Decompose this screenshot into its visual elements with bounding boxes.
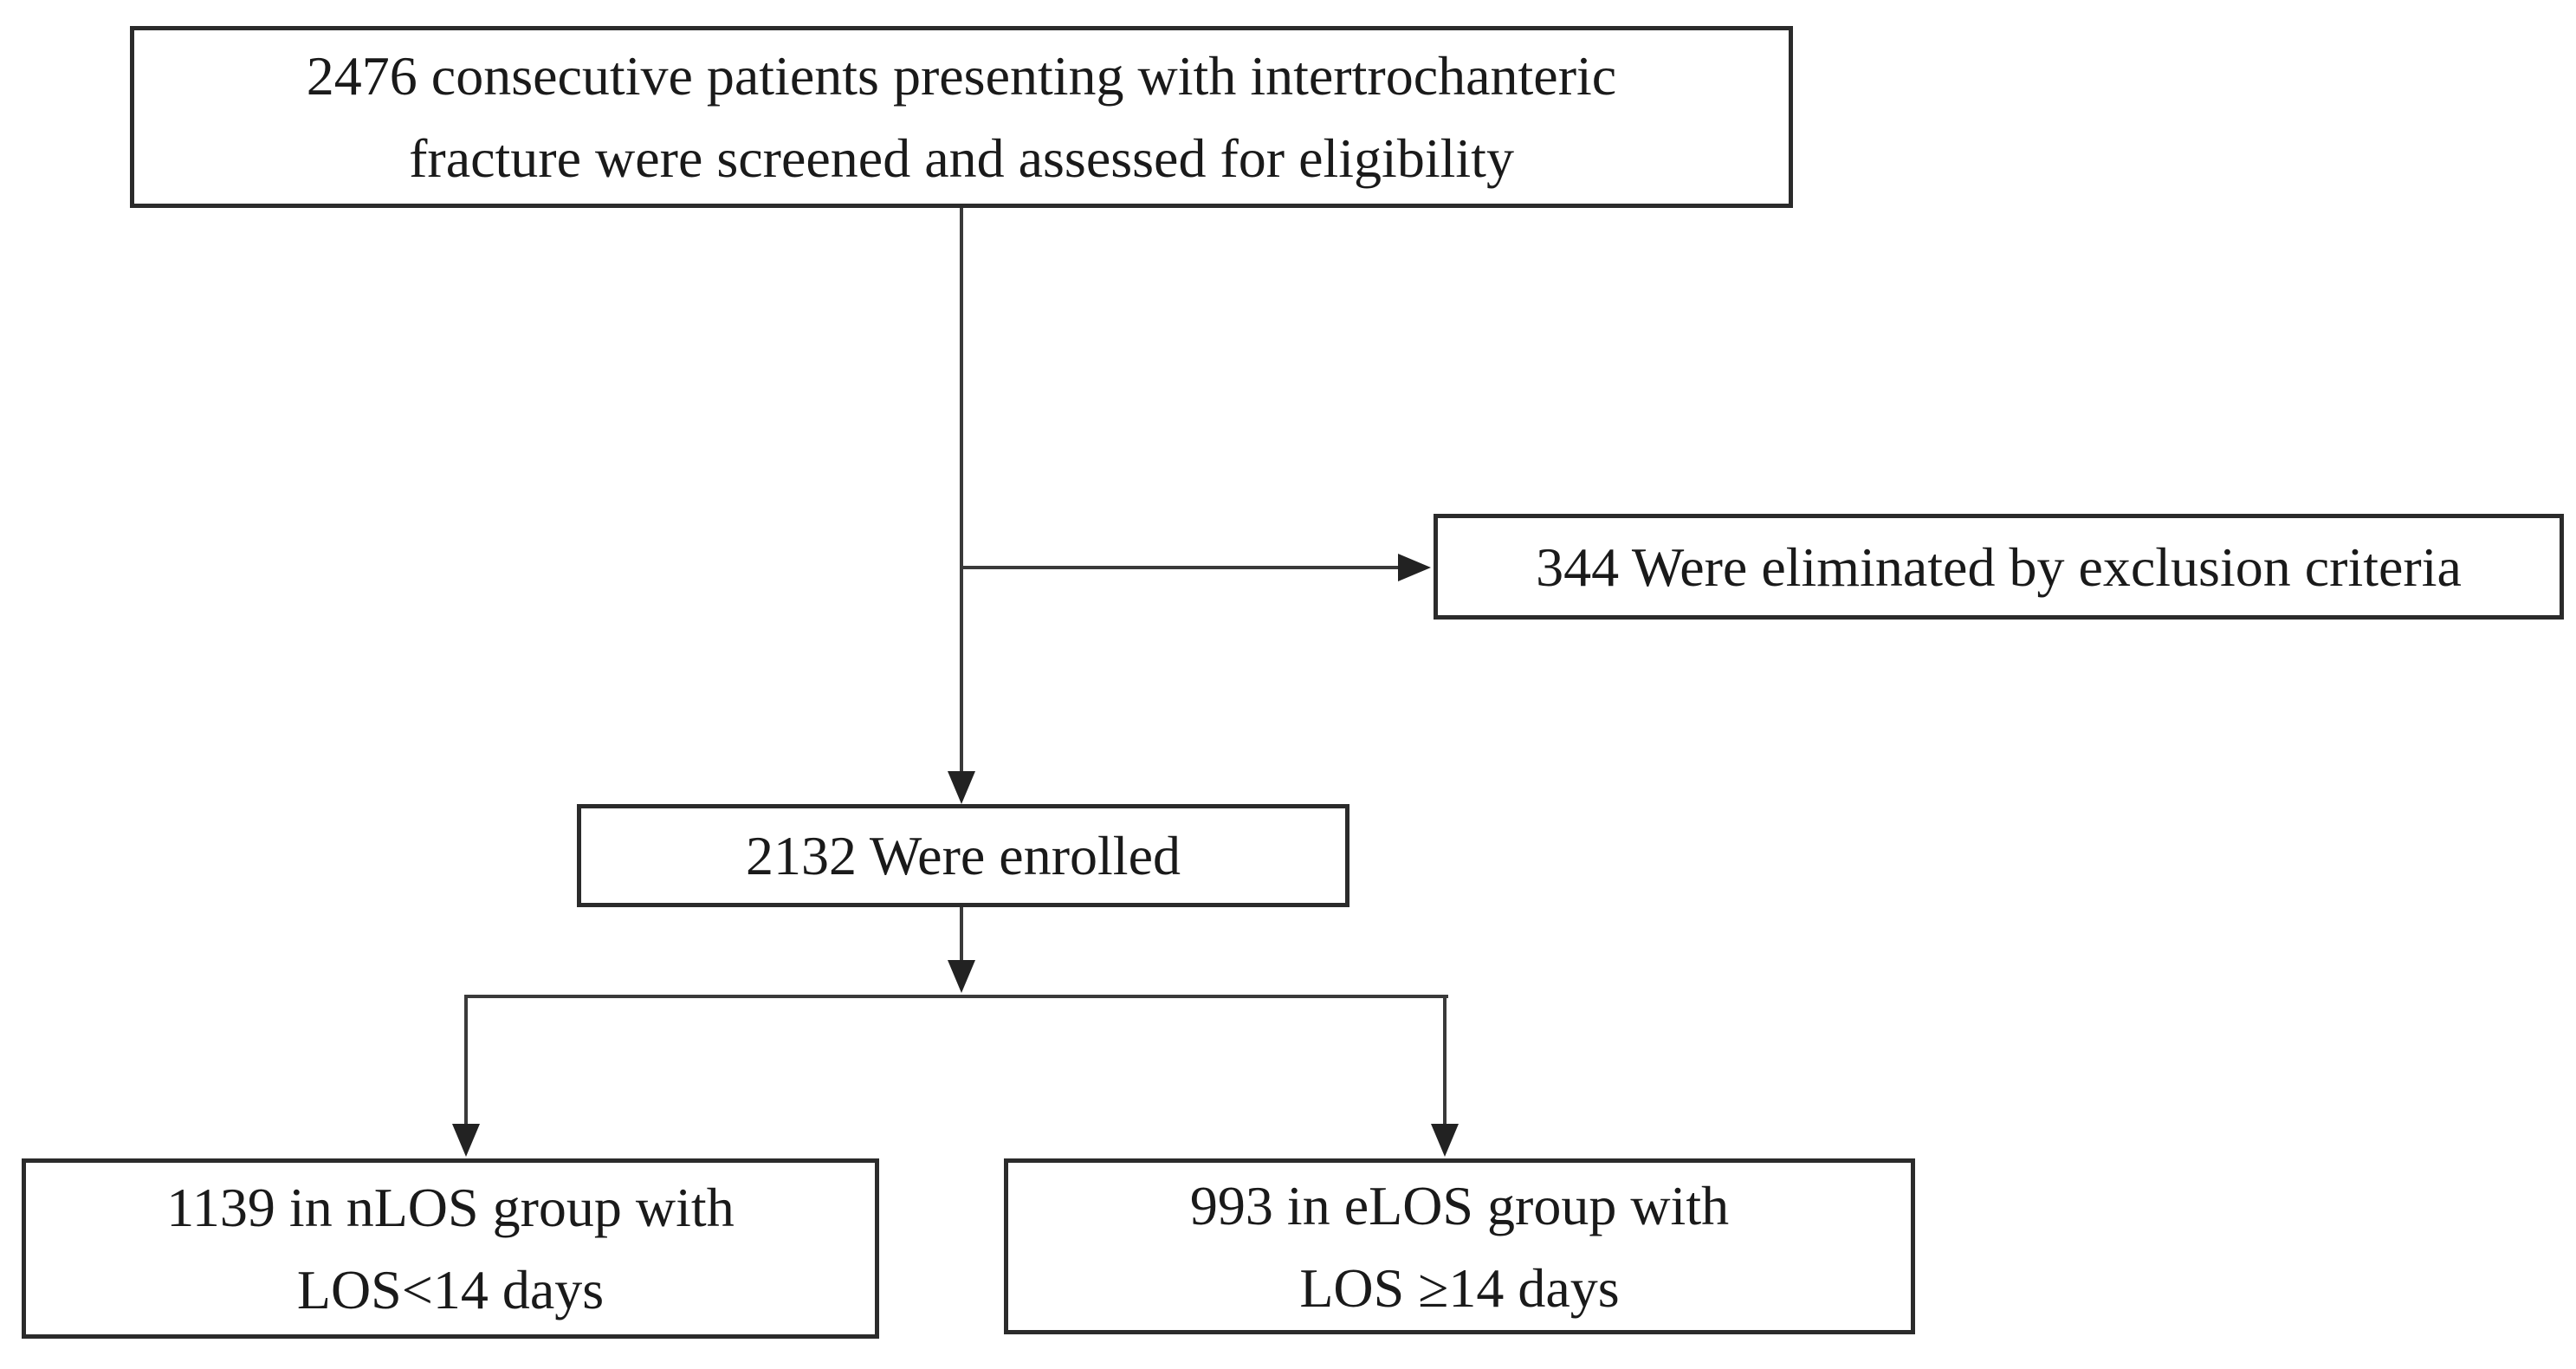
box-screened-patients: 2476 consecutive patients presenting wit… xyxy=(130,26,1793,208)
elos-text-line1: 993 in eLOS group with xyxy=(1189,1174,1730,1236)
connector-split-horizontal xyxy=(464,995,1448,998)
arrowhead-down-enrolled xyxy=(948,771,975,804)
arrowhead-down-elos xyxy=(1431,1124,1459,1157)
arrowhead-right-excluded xyxy=(1398,554,1431,581)
connector-split-to-elos xyxy=(1443,995,1447,1126)
box-excluded-patients: 344 Were eliminated by exclusion criteri… xyxy=(1434,514,2564,620)
nlos-text-line2: LOS<14 days xyxy=(296,1259,605,1320)
screened-text-line2: fracture were screened and assessed for … xyxy=(409,127,1514,189)
arrowhead-down-split xyxy=(948,960,975,993)
connector-branch-excluded xyxy=(960,566,1398,569)
enrolled-text-line1: 2132 Were enrolled xyxy=(746,825,1181,886)
excluded-text-line1: 344 Were eliminated by exclusion criteri… xyxy=(1536,535,2462,598)
connector-screened-to-enrolled xyxy=(960,208,963,773)
box-enrolled-patients: 2132 Were enrolled xyxy=(577,804,1349,907)
arrowhead-down-nlos xyxy=(452,1124,480,1157)
elos-text-line2: LOS ≥14 days xyxy=(1299,1256,1620,1319)
nlos-text-line1: 1139 in nLOS group with xyxy=(166,1177,735,1238)
connector-enrolled-to-split xyxy=(960,907,963,960)
connector-split-to-nlos xyxy=(464,995,468,1126)
box-nlos-group: 1139 in nLOS group with LOS<14 days xyxy=(22,1158,879,1339)
screened-text-line1: 2476 consecutive patients presenting wit… xyxy=(306,45,1617,107)
box-elos-group: 993 in eLOS group with LOS ≥14 days xyxy=(1004,1158,1915,1334)
